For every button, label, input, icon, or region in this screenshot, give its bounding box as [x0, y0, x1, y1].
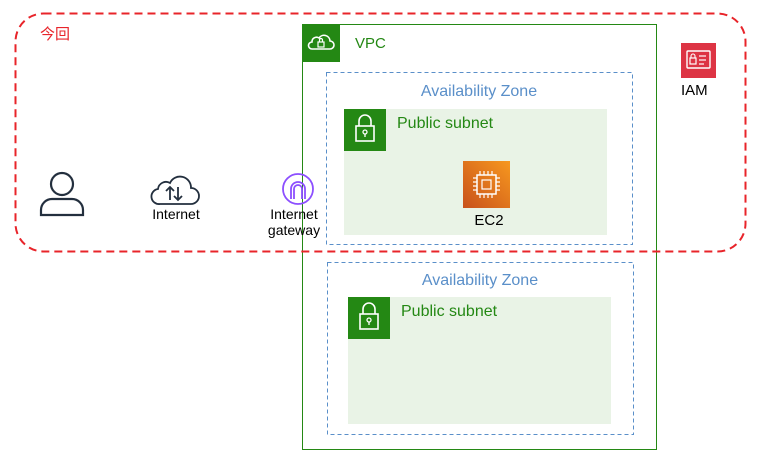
subnet-box-2 — [348, 297, 611, 424]
vpc-cloud-lock-icon — [302, 24, 340, 62]
scope-label: 今回 — [40, 26, 71, 43]
user-icon — [39, 171, 85, 217]
availability-zone-label-2: Availability Zone — [421, 272, 539, 289]
vpc-label: VPC — [355, 35, 386, 52]
scope-outline — [14, 12, 747, 253]
subnet-lock-icon-1 — [344, 109, 386, 151]
internet-gateway-label: Internet gateway — [258, 206, 330, 238]
ec2-label: EC2 — [474, 212, 504, 229]
vpc-box — [302, 24, 657, 450]
subnet-label-1: Public subnet — [397, 115, 494, 132]
iam-label: IAM — [681, 82, 708, 99]
ec2-icon — [463, 161, 510, 208]
internet-gateway-label-line1: Internet — [270, 206, 318, 222]
internet-label: Internet — [152, 206, 200, 222]
cloud-icon — [150, 175, 200, 205]
availability-zone-box-1 — [326, 72, 633, 245]
internet-gateway-label-line2: gateway — [267, 222, 321, 238]
internet-gateway-icon — [282, 173, 314, 205]
availability-zone-label-1: Availability Zone — [420, 83, 538, 100]
availability-zone-box-2 — [327, 262, 634, 435]
iam-icon — [681, 43, 716, 78]
subnet-label-2: Public subnet — [401, 303, 498, 320]
subnet-lock-icon-2 — [348, 297, 390, 339]
